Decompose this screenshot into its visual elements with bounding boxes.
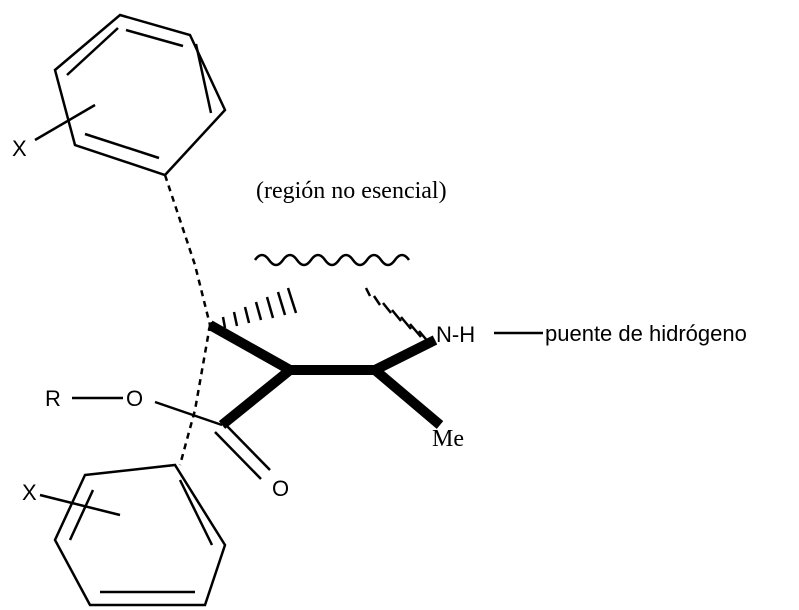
hashed-wedge-right [364,287,431,345]
dashed-bond-top [163,174,212,326]
wavy-bond [253,253,411,267]
carbonyl-double-bond-2 [214,431,262,480]
amine-label: N-H [436,322,475,347]
dashed-bond-bottom [178,324,212,466]
top-x-bond [34,103,96,142]
ester-oxygen-label: O [126,386,143,411]
methyl-label: Me [432,426,464,452]
bold-backbone [207,320,444,429]
bottom-x-bond [39,493,121,517]
carbonyl-double-bond-1 [223,422,271,471]
top-phenyl-ring [53,13,227,177]
substituent-x-bottom: X [22,480,37,505]
hashed-wedge-left [210,287,298,331]
r-group-label: R [45,386,61,411]
substituent-x-top: X [12,136,27,161]
region-note: (región no esencial) [256,178,447,204]
bottom-phenyl-ring [53,463,227,607]
hbond-note: puente de hidrógeno [545,321,747,346]
carbonyl-oxygen-label: O [272,476,289,501]
o-c-bond [154,400,223,427]
